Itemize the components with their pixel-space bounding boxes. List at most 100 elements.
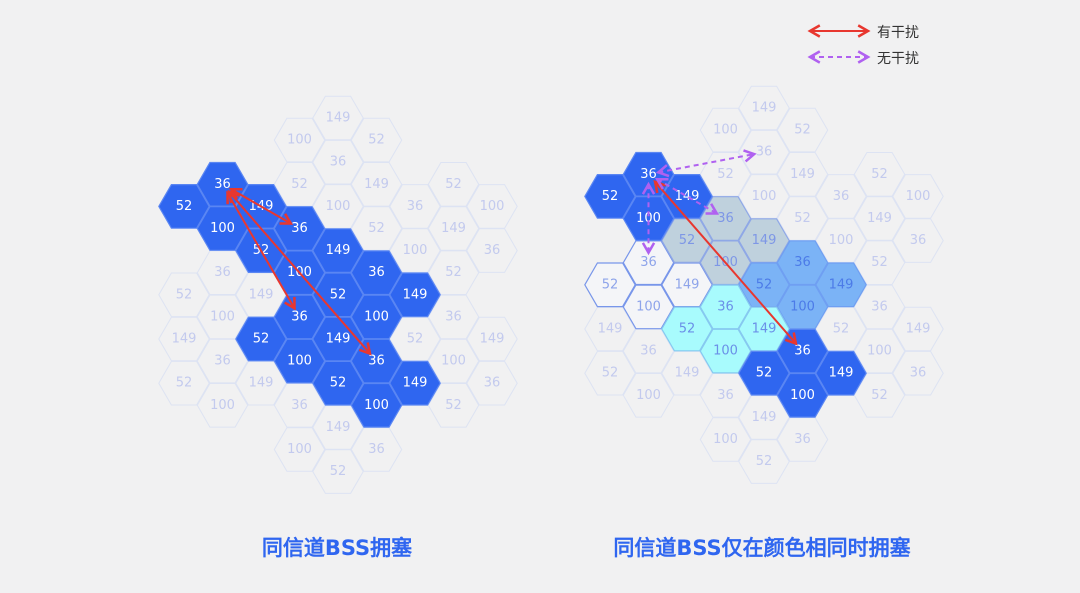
hex-cell-channel-100: 100: [699, 417, 752, 462]
channel-label: 36: [871, 299, 888, 314]
hex-cell-channel-36: 36: [466, 228, 518, 273]
channel-label: 36: [717, 299, 734, 314]
channel-label: 36: [717, 388, 734, 403]
hex-cell-channel-36: 36: [892, 350, 944, 396]
hex-cell-channel-149: 149: [389, 272, 441, 318]
hexagon: [892, 218, 944, 263]
channel-label: 36: [910, 233, 927, 248]
hexagon: [853, 240, 906, 285]
hexagon: [389, 184, 441, 229]
hexagon: [158, 184, 210, 229]
hex-cell-channel-100: 100: [350, 382, 403, 428]
hexagon: [738, 439, 790, 484]
hexagon: [427, 250, 480, 295]
hexagon: [584, 174, 636, 219]
channel-label: 36: [291, 221, 308, 236]
hexagon: [699, 417, 752, 462]
hexagon: [622, 373, 675, 418]
channel-label: 52: [407, 332, 424, 347]
channel-label: 36: [640, 255, 657, 270]
channel-label: 52: [871, 255, 888, 270]
channel-label: 149: [249, 287, 274, 302]
hex-cell-channel-100: 100: [776, 372, 829, 418]
hexagon: [892, 306, 944, 352]
channel-label: 100: [829, 233, 854, 248]
hexagon: [273, 427, 326, 472]
channel-label: 52: [330, 464, 347, 479]
hexagon: [815, 174, 867, 219]
hexagon: [427, 162, 480, 207]
channel-label: 52: [602, 189, 619, 204]
hex-cell-channel-149: 149: [892, 306, 944, 352]
channel-label: 36: [214, 354, 231, 369]
channel-label: 52: [445, 265, 462, 280]
hex-cell-channel-52: 52: [738, 350, 790, 396]
hex-cell-channel-52: 52: [312, 449, 364, 494]
channel-label: 100: [287, 354, 312, 369]
channel-label: 36: [291, 398, 308, 413]
channel-label: 100: [210, 309, 235, 324]
channel-label: 100: [636, 388, 661, 403]
channel-label: 52: [756, 277, 773, 292]
hex-cell-channel-100: 100: [273, 117, 326, 163]
hexagon: [427, 383, 480, 428]
hex-cell-channel-149: 149: [427, 206, 480, 251]
hex-cell-channel-36: 36: [853, 284, 906, 330]
channel-label: 100: [713, 123, 738, 138]
hex-cell-channel-52: 52: [584, 262, 636, 308]
hex-cell-channel-52: 52: [738, 439, 790, 484]
hexagon: [853, 373, 906, 418]
hexagon: [158, 360, 210, 406]
hexagon: [776, 107, 829, 153]
hexagon: [350, 382, 403, 428]
hexagon: [427, 206, 480, 251]
channel-label: 149: [675, 366, 700, 381]
hex-cell-channel-36: 36: [466, 360, 518, 406]
channel-label: 52: [679, 322, 696, 337]
channel-label: 52: [756, 454, 773, 469]
channel-label: 149: [364, 177, 389, 192]
hexagon: [776, 372, 829, 418]
channel-label: 52: [717, 167, 734, 182]
channel-label: 52: [330, 376, 347, 391]
hexagon: [738, 350, 790, 396]
channel-label: 149: [403, 287, 428, 302]
hexagon: [853, 196, 906, 241]
channel-label: 36: [330, 155, 347, 170]
hex-cell-channel-36: 36: [892, 218, 944, 263]
interference-arrow: [227, 189, 372, 356]
hexagon: [853, 152, 906, 197]
channel-label: 52: [176, 376, 193, 391]
no-interference-arrow: [655, 149, 757, 178]
hex-cell-channel-52: 52: [158, 360, 210, 406]
channel-label: 149: [752, 101, 777, 116]
channel-label: 149: [326, 420, 351, 435]
hexagon: [466, 184, 518, 229]
channel-label: 149: [326, 332, 351, 347]
hex-cell-channel-52: 52: [427, 250, 480, 295]
channel-label: 100: [752, 189, 777, 204]
channel-label: 100: [210, 221, 235, 236]
channel-label: 36: [368, 265, 385, 280]
channel-label: 52: [871, 388, 888, 403]
channel-label: 100: [326, 199, 351, 214]
channel-label: 149: [172, 332, 197, 347]
hex-cell-channel-52: 52: [158, 272, 210, 318]
hexagon: [350, 117, 403, 163]
channel-label: 100: [713, 432, 738, 447]
channel-label: 36: [833, 189, 850, 204]
channel-label: 100: [636, 299, 661, 314]
channel-label: 100: [790, 388, 815, 403]
hexagon: [158, 272, 210, 318]
channel-label: 100: [364, 309, 389, 324]
hex-cell-channel-52: 52: [853, 240, 906, 285]
channel-label: 36: [640, 167, 657, 182]
hexagon: [584, 350, 636, 396]
hex-cell-channel-52: 52: [853, 373, 906, 418]
channel-label: 52: [291, 177, 308, 192]
hex-cell-channel-52: 52: [312, 360, 364, 406]
channel-label: 52: [602, 366, 619, 381]
hex-cell-channel-52: 52: [427, 162, 480, 207]
hexagon: [853, 284, 906, 330]
channel-label: 52: [253, 332, 270, 347]
